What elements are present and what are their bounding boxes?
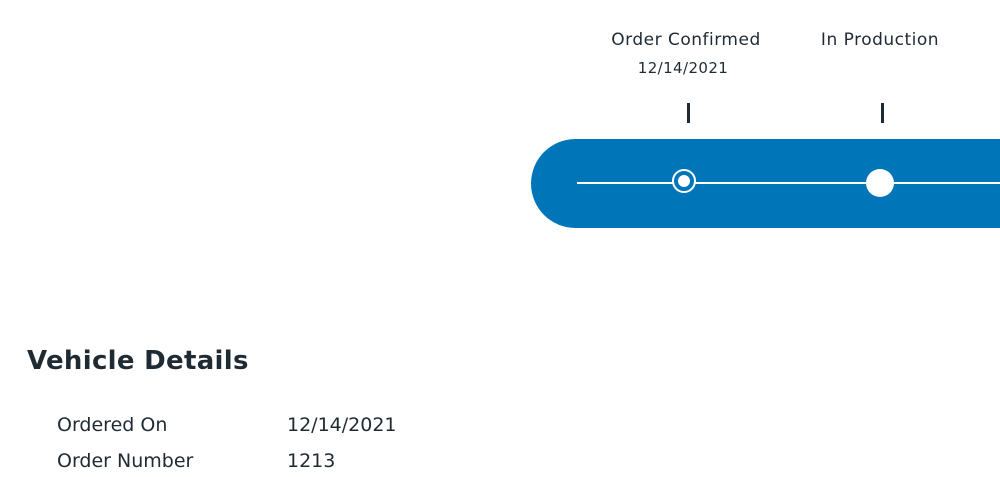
step-label-order-confirmed: Order Confirmed [611,30,761,50]
step-label-in-production: In Production [820,30,940,50]
detail-label: Order Number [57,450,194,472]
detail-value: 1213 [287,450,336,472]
progress-track-line [577,182,1000,184]
vehicle-details-title: Vehicle Details [27,346,249,376]
step-node-in-production [866,169,894,197]
detail-row-ordered-on: Ordered On 12/14/2021 [57,414,397,436]
step-date-order-confirmed: 12/14/2021 [637,59,729,77]
current-step-dot-icon [678,175,690,187]
detail-label: Ordered On [57,414,168,436]
step-tick-order-confirmed [687,103,690,123]
step-node-order-confirmed [672,169,696,193]
detail-row-order-number: Order Number 1213 [57,450,335,472]
detail-value: 12/14/2021 [287,414,397,436]
step-tick-in-production [881,103,884,123]
